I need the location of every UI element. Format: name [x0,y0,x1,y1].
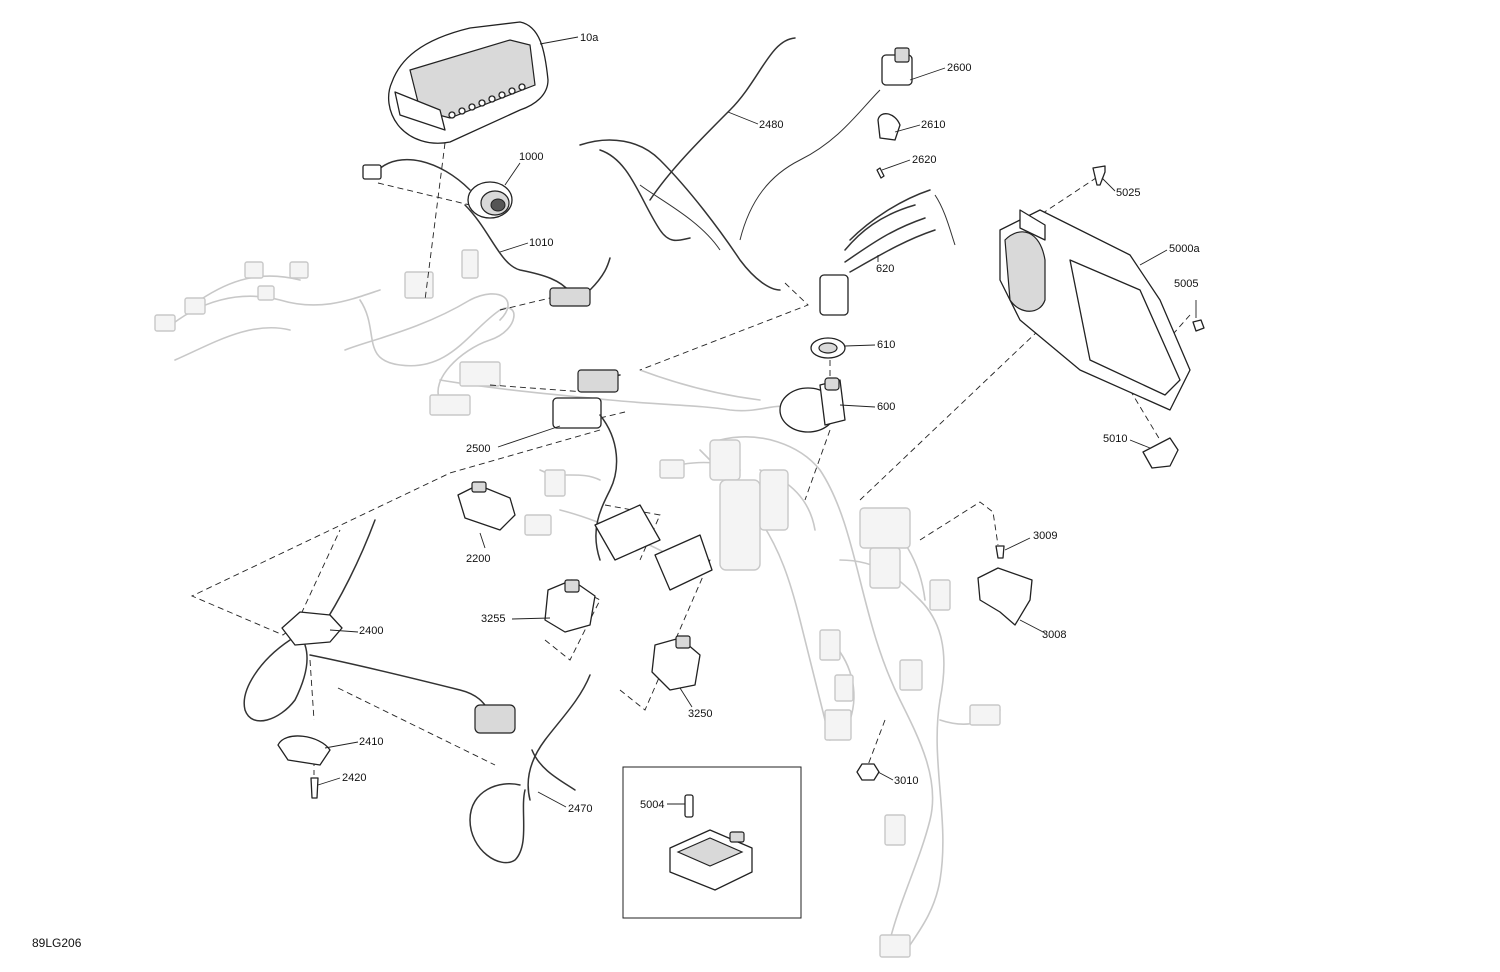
part-5025-bolt [1092,165,1106,186]
part-2600-connector [881,47,913,86]
callout-2500: 2500 [466,443,490,455]
callout-3010: 3010 [894,775,918,787]
callout-2610: 2610 [921,119,945,131]
callout-620: 620 [876,263,894,275]
part-3008-bracket [977,567,1033,626]
callout-3255: 3255 [481,613,505,625]
callout-10a: 10a [580,32,599,44]
callout-610: 610 [877,339,895,351]
part-2500-connector [552,369,621,561]
callout-2620: 2620 [912,154,936,166]
part-3009-screw [995,545,1005,559]
callout-1010: 1010 [529,237,553,249]
part-2200-sensor [457,481,516,531]
callout-600: 600 [877,401,895,413]
display-buttons [448,83,526,119]
callout-2420: 2420 [342,772,366,784]
part-2480-hose [579,37,881,291]
part-5005-nut [1192,319,1205,332]
callout-2480: 2480 [759,119,783,131]
callout-5004: 5004 [640,799,664,811]
callout-1000: 1000 [519,151,543,163]
callout-2400: 2400 [359,625,383,637]
part-620-coil-cord [819,189,956,316]
part-2410-clamp [277,735,331,766]
switch-bezels [594,504,713,591]
part-3250-switch [651,635,701,691]
assembly-lines [190,142,1191,815]
callout-3009: 3009 [1033,530,1057,542]
reference-code: 89LG206 [32,936,82,950]
main-harness-ghost [154,249,1001,958]
part-1010-usb-harness [362,158,611,307]
part-5000a-module [999,209,1191,411]
callout-5000a: 5000a [1169,243,1200,255]
callout-3250: 3250 [688,708,712,720]
callout-5005: 5005 [1174,278,1198,290]
callout-5010: 5010 [1103,433,1127,445]
callout-2470: 2470 [568,803,592,815]
callout-3008: 3008 [1042,629,1066,641]
part-5004-pin [684,794,694,818]
callout-2410: 2410 [359,736,383,748]
leader-lines [317,36,1197,808]
inset-box [622,766,802,919]
part-2420-screw [310,777,319,799]
callout-labels: 10a 1000 1010 2480 2600 2610 2620 5025 5… [342,32,1200,815]
part-2400-control [243,519,516,734]
part-1000-usb-socket [467,181,513,219]
callout-2200: 2200 [466,553,490,565]
part-2620-pin [876,167,885,179]
part-610-nut [810,337,846,359]
part-5010-cap [1142,437,1179,469]
part-10a-display [387,21,549,144]
callout-5025: 5025 [1116,187,1140,199]
part-3010-nut [856,763,880,781]
part-600-ignition [779,377,846,433]
callout-2600: 2600 [947,62,971,74]
part-3255-switch [544,579,596,633]
inset-switch [669,829,753,891]
part-2470-hose [469,674,591,864]
part-2610-clip [877,113,901,141]
